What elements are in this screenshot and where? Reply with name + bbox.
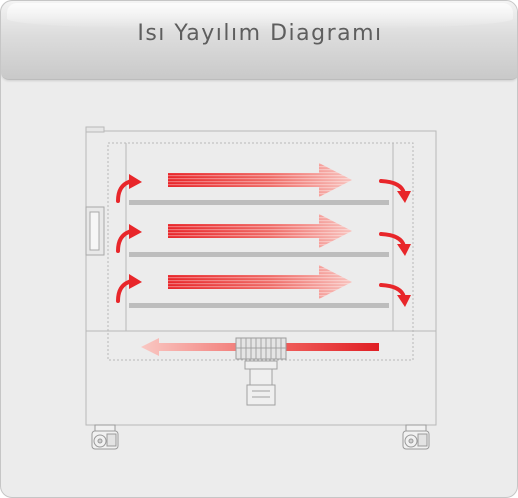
heat-arrow-row-1 — [168, 163, 352, 197]
shelves — [129, 200, 389, 308]
shelf-2 — [129, 252, 389, 257]
shelf-1 — [129, 200, 389, 205]
inlet-curved-arrows — [116, 174, 142, 303]
inlet-arrow-3 — [116, 274, 142, 303]
inlet-arrow-1 — [116, 174, 142, 203]
caster-wheel-right — [402, 424, 430, 450]
shelf-3 — [129, 303, 389, 308]
heat-flow-arrows — [168, 163, 352, 299]
outlet-arrow-3 — [379, 283, 411, 307]
heat-arrow-row-3 — [168, 265, 352, 299]
header-bar: Isı Yayılım Diagramı — [1, 1, 517, 80]
header-gloss — [7, 3, 513, 29]
fan-motor — [244, 360, 278, 406]
caster-wheel-left — [91, 424, 119, 450]
outlet-curved-arrows — [379, 179, 411, 307]
page-title: Isı Yayılım Diagramı — [137, 21, 383, 46]
inlet-arrow-2 — [116, 224, 142, 253]
outlet-arrow-2 — [379, 232, 411, 256]
door-handle — [85, 206, 105, 256]
heat-arrow-row-2 — [168, 214, 352, 248]
outlet-arrow-1 — [379, 179, 411, 203]
heater-coil — [235, 337, 287, 360]
